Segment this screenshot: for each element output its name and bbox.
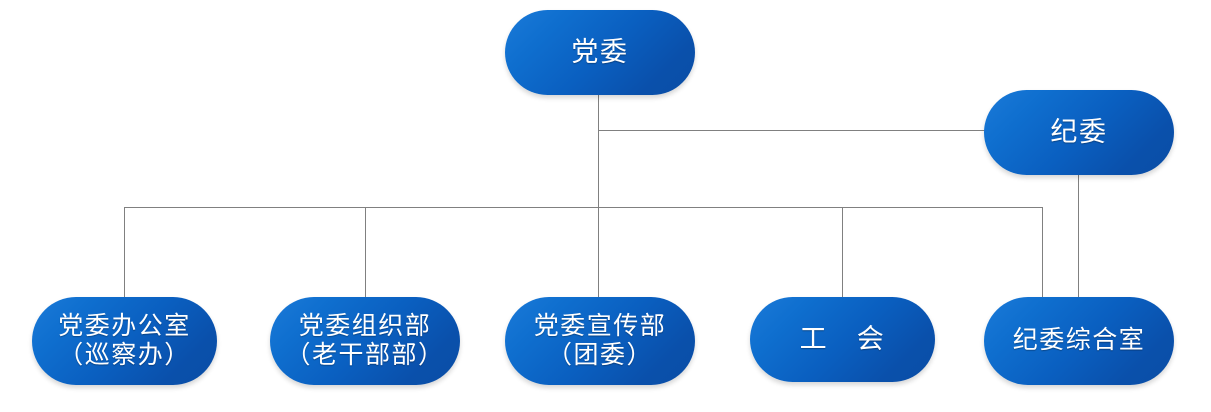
connector-drop-child1 xyxy=(124,207,125,297)
node-propaganda-department[interactable]: 党委宣传部 （团委） xyxy=(505,297,695,385)
node-labor-union[interactable]: 工 会 xyxy=(750,297,935,382)
connector-discipline-to-child5 xyxy=(1078,175,1079,297)
connector-horizontal-bus xyxy=(124,207,1043,208)
node-organization-department[interactable]: 党委组织部 （老干部部） xyxy=(270,297,460,385)
node-discipline-general-office[interactable]: 纪委综合室 xyxy=(984,297,1174,385)
node-party-committee[interactable]: 党委 xyxy=(505,10,695,95)
connector-drop-child2 xyxy=(365,207,366,297)
connector-drop-child4 xyxy=(842,207,843,297)
node-party-office[interactable]: 党委办公室 （巡察办） xyxy=(32,297,217,385)
connector-root-stem xyxy=(598,95,599,208)
connector-root-to-discipline xyxy=(598,130,985,131)
connector-drop-child5 xyxy=(1042,207,1043,297)
connector-drop-child3 xyxy=(598,207,599,297)
node-discipline-committee[interactable]: 纪委 xyxy=(984,90,1174,175)
